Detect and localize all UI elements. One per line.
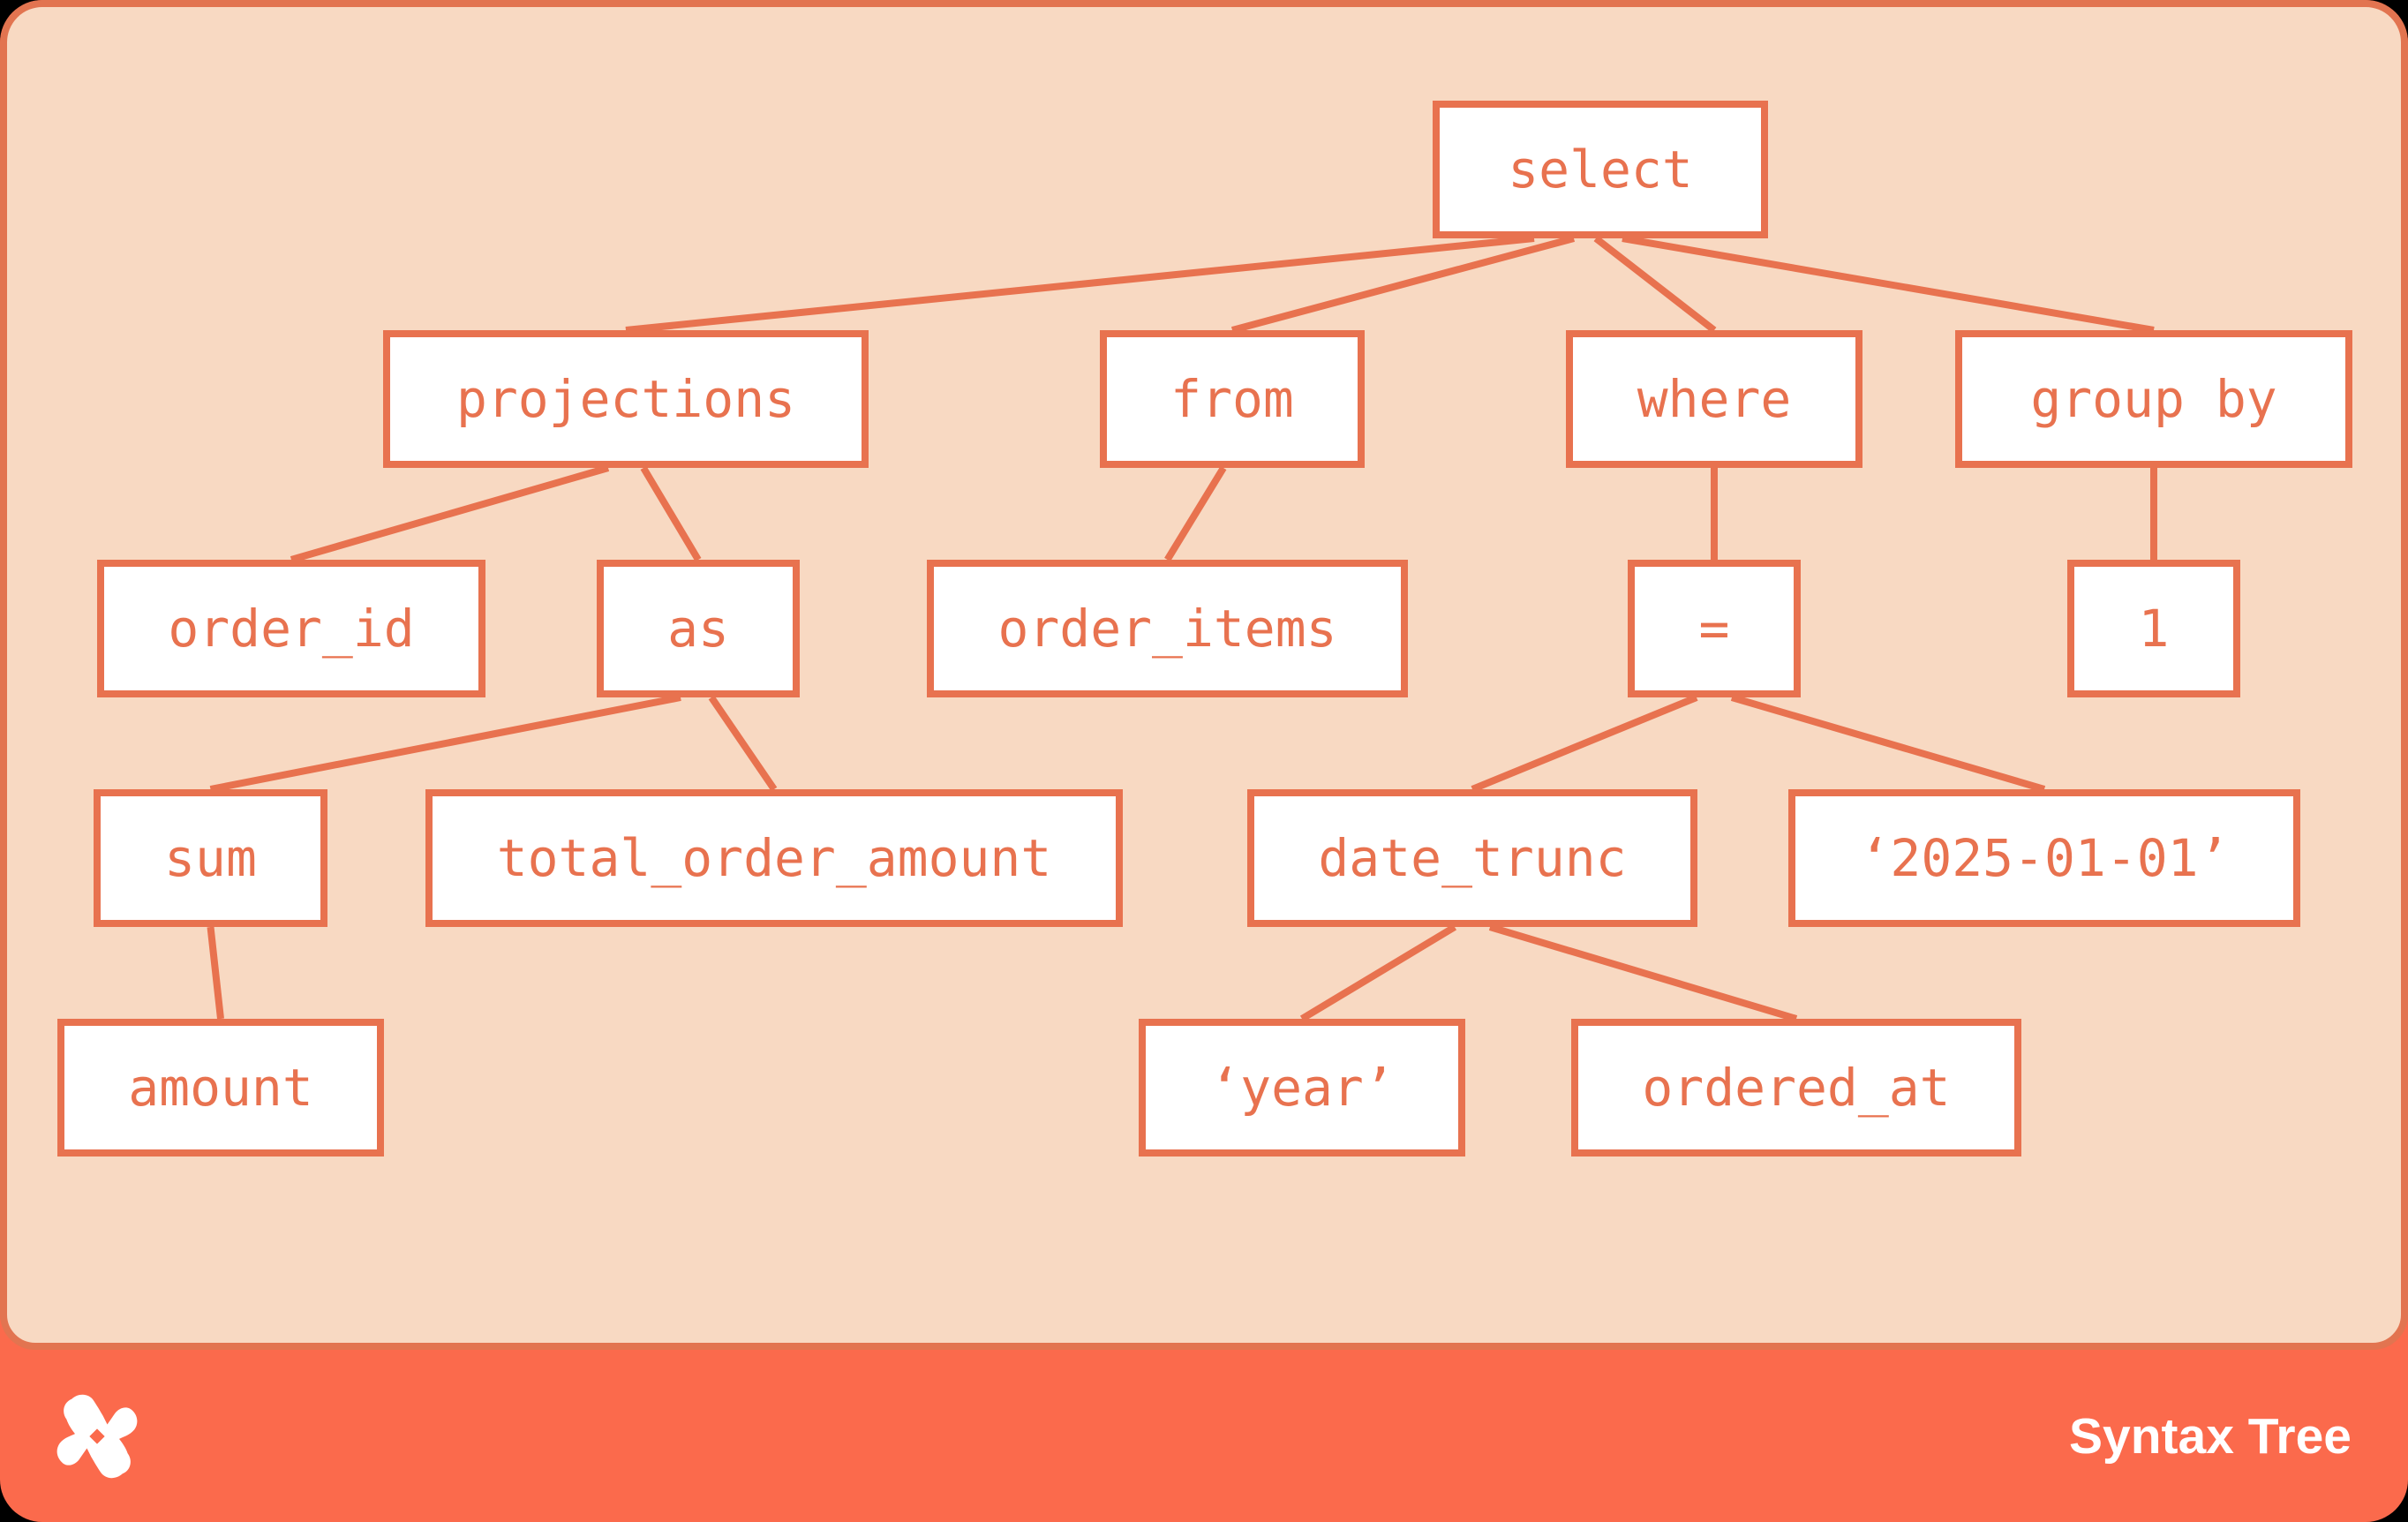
tree-node-amount: amount <box>57 1019 384 1157</box>
tree-node-sum: sum <box>94 789 327 927</box>
tree-node-label: select <box>1508 139 1693 200</box>
tree-node-label: 1 <box>2138 599 2170 659</box>
tree-node-label: date_trunc <box>1318 828 1627 888</box>
tree-node-lit_2025: ‘2025-01-01’ <box>1788 789 2300 927</box>
tree-node-eq: = <box>1628 560 1801 697</box>
tree-node-label: total_order_amount <box>496 828 1052 888</box>
tree-node-label: group by <box>2030 369 2277 429</box>
footer-brand-text: Syntax Tree <box>2068 1407 2352 1465</box>
pinwheel-star-icon <box>56 1394 138 1479</box>
tree-node-select: select <box>1433 101 1768 238</box>
tree-node-label: amount <box>128 1058 313 1118</box>
tree-node-label: where <box>1637 369 1792 429</box>
tree-node-lit_year: ‘year’ <box>1139 1019 1465 1157</box>
tree-node-label: ordered_at <box>1642 1058 1951 1118</box>
tree-node-group_by: group by <box>1955 330 2352 468</box>
tree-node-from: from <box>1100 330 1365 468</box>
tree-node-label: sum <box>164 828 257 888</box>
tree-node-date_trunc: date_trunc <box>1247 789 1697 927</box>
tree-node-order_id: order_id <box>97 560 485 697</box>
tree-node-label: from <box>1170 369 1294 429</box>
footer-bar: Syntax Tree <box>0 1350 2408 1522</box>
tree-node-projections: projections <box>383 330 869 468</box>
tree-node-order_items: order_items <box>927 560 1408 697</box>
tree-node-label: order_id <box>168 599 415 659</box>
tree-node-label: as <box>667 599 729 659</box>
tree-node-label: projections <box>455 369 796 429</box>
tree-node-ordered_at: ordered_at <box>1571 1019 2021 1157</box>
tree-node-label: order_items <box>997 599 1337 659</box>
tree-node-total_order_amount: total_order_amount <box>425 789 1123 927</box>
tree-node-one: 1 <box>2067 560 2240 697</box>
tree-node-label: = <box>1698 599 1730 659</box>
tree-node-label: ‘year’ <box>1209 1058 1395 1118</box>
tree-node-where: where <box>1566 330 1862 468</box>
tree-node-label: ‘2025-01-01’ <box>1859 828 2230 888</box>
tree-node-as: as <box>597 560 800 697</box>
